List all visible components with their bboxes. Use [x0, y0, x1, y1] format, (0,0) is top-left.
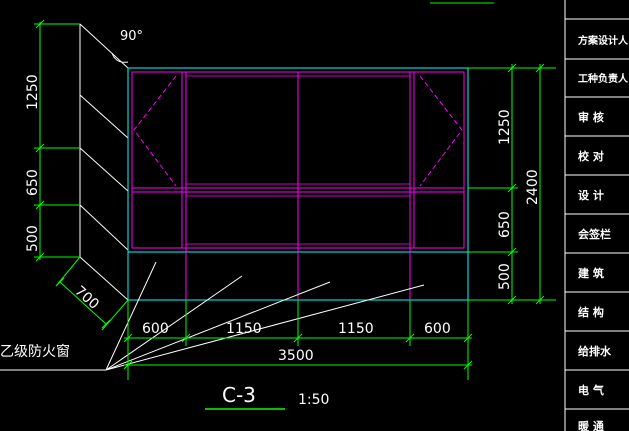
tb-scheme-designer: 方案设计人	[578, 34, 629, 47]
wall-outline	[79, 23, 129, 301]
depth-dim-700: 700	[71, 283, 102, 313]
leader-label: 乙级防火窗	[0, 343, 70, 360]
bottom-dim-total: 3500	[278, 348, 314, 364]
bottom-dim-1150-left: 1150	[226, 321, 262, 337]
tb-review: 审 核	[578, 110, 604, 124]
right-dim-500: 500	[497, 263, 513, 290]
tb-architecture: 建 筑	[578, 266, 604, 280]
tb-check: 校 对	[578, 149, 604, 163]
tb-design: 设 计	[578, 188, 604, 202]
right-dim-1250: 1250	[497, 109, 513, 145]
bottom-dim-1150-right: 1150	[338, 321, 374, 337]
left-dim-650: 650	[25, 169, 41, 196]
drawing-title: C-3	[222, 383, 256, 407]
tb-plumbing: 给排水	[578, 344, 612, 358]
depth-dimension	[55, 256, 129, 331]
tb-hvac: 暖 通	[578, 419, 604, 431]
bottom-dim-600-right: 600	[424, 321, 451, 337]
casement-opening-marks	[133, 75, 463, 187]
angle-label: 90°	[120, 29, 143, 44]
right-dim-total: 2400	[525, 169, 541, 205]
tb-electrical: 电 气	[578, 383, 604, 397]
right-dimension-chain	[468, 63, 556, 305]
left-dim-500: 500	[25, 225, 41, 252]
tb-countersign: 会签栏	[578, 227, 611, 241]
left-dim-1250: 1250	[25, 74, 41, 110]
leader-lines	[0, 261, 425, 371]
tb-discipline-lead: 工种负责人	[578, 72, 629, 85]
window-frame	[131, 71, 465, 300]
tb-structure: 结 构	[577, 305, 604, 319]
title-block-grid	[564, 0, 629, 431]
left-dimension-chain	[34, 19, 80, 262]
drawing-scale: 1:50	[298, 392, 329, 408]
bottom-dim-600-left: 600	[142, 321, 169, 337]
title-block-labels: 方案设计人 工种负责人 审 核 校 对 设 计 会签栏 建 筑 结 构 给排水 …	[577, 34, 629, 431]
bottom-dimension-chain	[123, 300, 473, 380]
angle-marker: 90°	[111, 29, 143, 63]
right-dim-650: 650	[497, 211, 513, 238]
